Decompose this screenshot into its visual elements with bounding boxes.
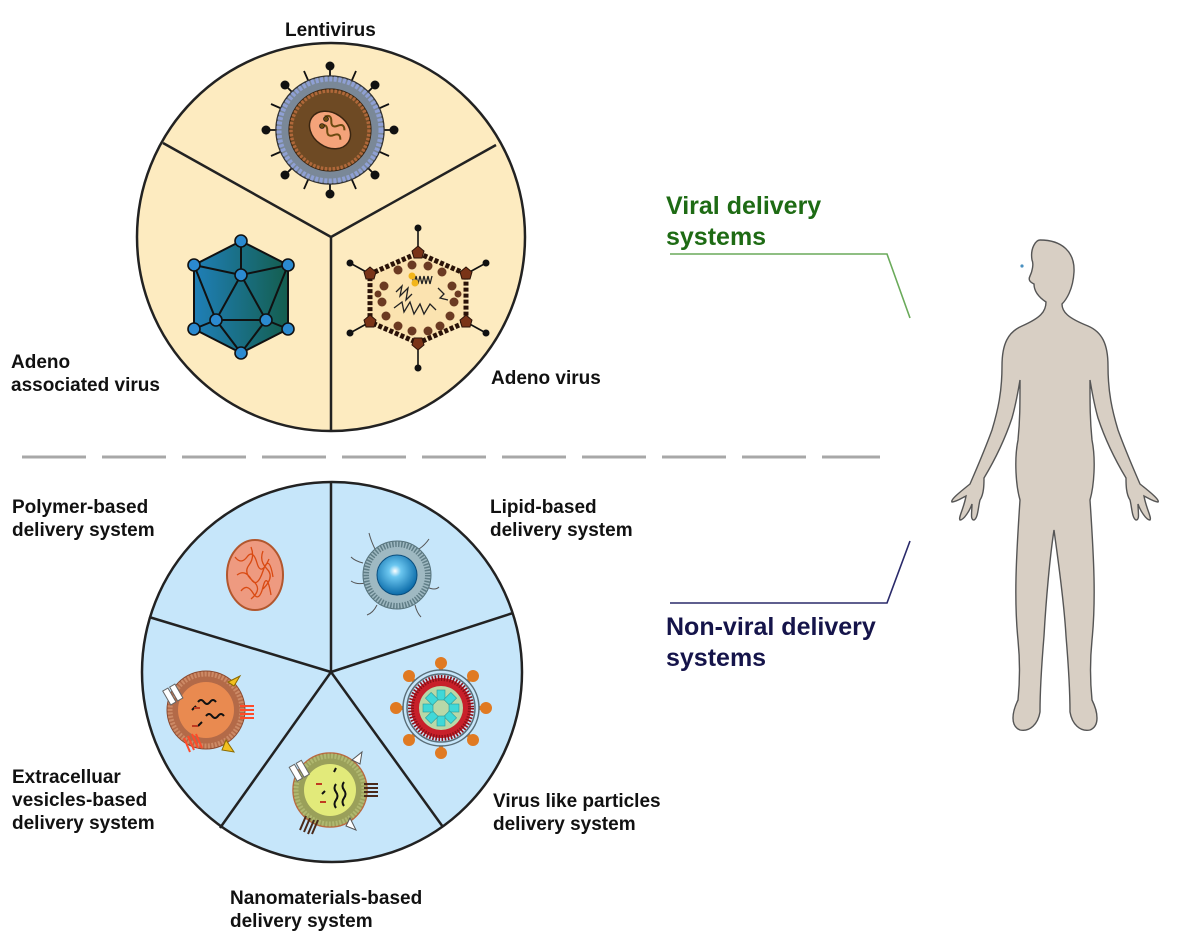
- label-virus-like-particles: Virus like particles delivery system: [493, 791, 661, 835]
- label-extracellular-vesicles: Extracelluar vesicles-based delivery sys…: [12, 767, 155, 834]
- virus-like-particle-icon: [390, 657, 492, 759]
- viral-connector-line: [670, 253, 911, 319]
- viral-divider: [162, 141, 332, 239]
- label-adeno-associated-virus: Adeno associated virus: [11, 352, 160, 396]
- label-lentivirus: Lentivirus: [285, 20, 376, 41]
- label-polymer-based: Polymer-based delivery system: [12, 497, 155, 541]
- nonviral-connector-line: [670, 540, 911, 604]
- nonviral-delivery-systems-title: Non-viral delivery systems: [666, 613, 876, 672]
- viral-divider: [330, 143, 497, 239]
- nonviral-divider: [330, 611, 514, 674]
- nonviral-divider: [329, 671, 445, 828]
- human-eye: [1020, 264, 1024, 268]
- lipid-particle-icon: [350, 532, 440, 618]
- lentivirus-icon: [261, 61, 399, 199]
- adenovirus-icon: [346, 224, 490, 372]
- viral-delivery-systems-title: Viral delivery systems: [666, 192, 822, 251]
- nanomaterial-particle-icon: [288, 750, 378, 835]
- extracellular-vesicle-icon: [162, 670, 254, 753]
- polymer-particle-icon: [226, 539, 284, 611]
- aav-icon: [187, 234, 295, 360]
- nonviral-divider: [218, 671, 333, 829]
- label-adeno-virus: Adeno virus: [491, 368, 601, 389]
- human-body-silhouette: [951, 239, 1159, 731]
- label-nanomaterials-based: Nanomaterials-based delivery system: [230, 888, 423, 932]
- label-lipid-based: Lipid-based delivery system: [490, 497, 633, 541]
- nonviral-divider: [148, 615, 332, 674]
